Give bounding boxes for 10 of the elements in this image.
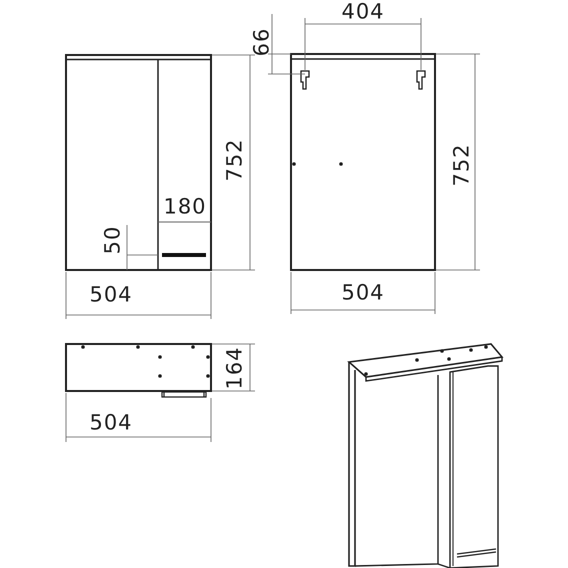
dimension-label: 164	[224, 346, 246, 390]
dimension-label: 504	[89, 412, 133, 434]
dimension-label: 50	[102, 226, 124, 254]
dimension-label: 404	[341, 2, 385, 22]
dimension-label: 752	[452, 143, 472, 187]
dimension-label: 66	[252, 28, 272, 56]
dimension-label: 752	[224, 138, 246, 182]
dimension-label: 180	[163, 196, 207, 218]
dimension-label: 504	[89, 284, 133, 306]
dimension-label: 504	[341, 282, 385, 304]
